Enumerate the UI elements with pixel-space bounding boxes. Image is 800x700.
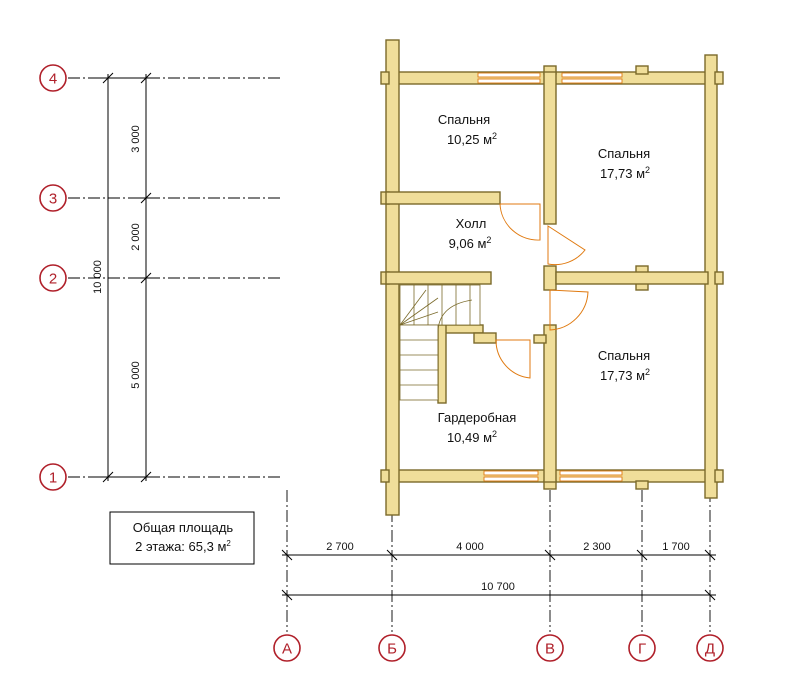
axis-row-4: 4	[49, 71, 57, 88]
walls	[380, 39, 724, 516]
room-name-hall: Холл	[456, 216, 487, 231]
axis-row-1: 1	[49, 470, 57, 487]
dim-v-total: 10 000	[92, 260, 104, 294]
dim-v-segment-2: 2 000	[130, 223, 142, 251]
col-axis-bubbles: А Б В Г Д	[273, 634, 724, 662]
axis-col-b: Б	[387, 641, 397, 658]
axis-col-g: Г	[638, 641, 646, 658]
dim-v-segment-1: 5 000	[130, 361, 142, 389]
col-axis-lines	[286, 490, 711, 632]
dim-h-segment-2: 4 000	[456, 541, 484, 553]
room-area-bedroom-3: 17,73 м2	[600, 367, 650, 383]
total-area-title: Общая площадь	[133, 520, 234, 535]
dim-h-segment-3: 2 300	[583, 541, 611, 553]
dim-h-total: 10 700	[481, 581, 515, 593]
windows	[477, 72, 623, 482]
room-labels: Спальня 10,25 м2 Спальня 17,73 м2 Холл 9…	[438, 112, 650, 445]
room-name-bedroom-2: Спальня	[598, 146, 650, 161]
row-axis-bubbles: 4 3 2 1	[39, 64, 67, 491]
doors	[495, 203, 589, 379]
axis-col-d: Д	[705, 641, 715, 658]
axis-col-v: В	[545, 641, 555, 658]
room-area-hall: 9,06 м2	[449, 235, 492, 251]
axis-row-3: 3	[49, 191, 57, 208]
room-area-bedroom-1: 10,25 м2	[447, 131, 497, 147]
room-name-wardrobe: Гардеробная	[438, 410, 517, 425]
total-area-box: Общая площадь 2 этажа: 65,3 м2	[109, 511, 255, 565]
horizontal-dimensions: 2 700 4 000 2 300 1 700 10 700	[281, 541, 716, 601]
dim-h-segment-1: 2 700	[326, 541, 354, 553]
room-area-wardrobe: 10,49 м2	[447, 429, 497, 445]
vertical-dimensions: 5 000 2 000 3 000 10 000	[92, 72, 154, 483]
dim-h-segment-4: 1 700	[662, 541, 690, 553]
dim-v-segment-3: 3 000	[130, 125, 142, 153]
axis-col-a: А	[282, 641, 292, 658]
room-name-bedroom-3: Спальня	[598, 348, 650, 363]
axis-row-2: 2	[49, 271, 57, 288]
room-name-bedroom-1: Спальня	[438, 112, 490, 127]
staircase	[399, 284, 481, 401]
total-area-value: 2 этажа: 65,3 м2	[135, 539, 231, 554]
room-area-bedroom-2: 17,73 м2	[600, 165, 650, 181]
